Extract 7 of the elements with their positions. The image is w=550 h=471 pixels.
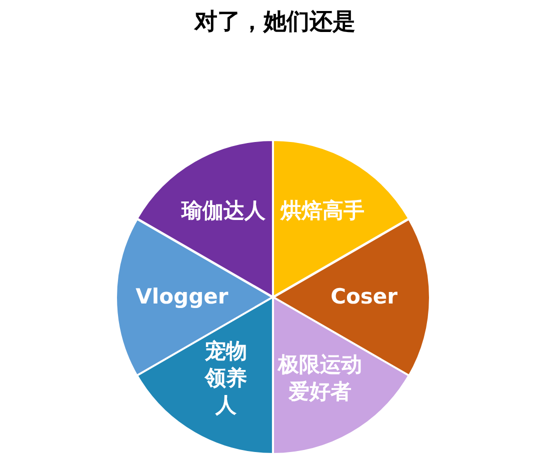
slice-label: Coser — [330, 283, 399, 310]
slice-label: 极限运动爱好者 — [276, 351, 364, 406]
slice-label: 瑜伽达人 — [180, 198, 267, 225]
slice-label: 宠物领养人 — [203, 338, 248, 420]
slice-label: Vlogger — [134, 283, 230, 310]
slice-label: 烘焙高手 — [279, 198, 366, 225]
title: 对了，她们还是 — [193, 8, 356, 37]
